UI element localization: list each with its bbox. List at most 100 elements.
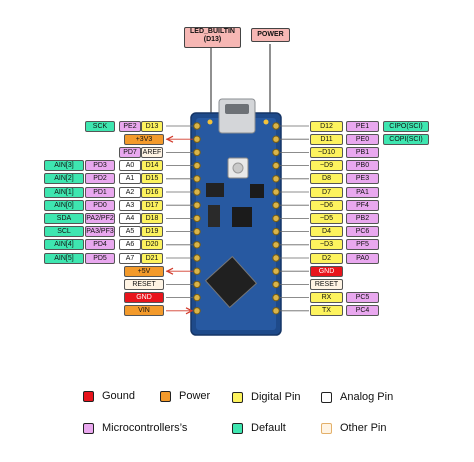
left-pin-label: PD1: [85, 186, 115, 198]
right-pin-label: PC4: [346, 305, 379, 317]
left-pin-label: A5: [119, 226, 141, 238]
right-pin-pad: [272, 293, 280, 302]
right-pin-pad: [272, 201, 280, 209]
left-pin-label: A1: [119, 173, 141, 185]
right-pin-label: PA1: [346, 186, 379, 198]
right-pin-label: PE0: [346, 133, 379, 145]
right-pin-label: D4: [310, 226, 343, 238]
right-pin-label: PE3: [346, 173, 379, 185]
left-pin-label: SDA: [44, 212, 84, 224]
power-led-dot: [263, 119, 269, 125]
left-pin-pad: [193, 267, 201, 275]
right-pin-pad: [272, 122, 280, 130]
legend-label: Microcontrollers’s: [102, 422, 188, 434]
led-builtin-label: LED_BUILTIN (D13): [184, 27, 241, 48]
left-pin-pad: [193, 175, 201, 183]
left-pin-label: A2: [119, 186, 141, 198]
legend-swatch: [321, 391, 332, 403]
legend-label: Digital Pin: [251, 391, 301, 403]
right-pin-label: PC5: [346, 292, 379, 304]
led-dot: [207, 119, 213, 125]
left-pin-pad: [193, 201, 201, 209]
left-pin-label: AIN[2]: [44, 173, 84, 185]
right-pin-pad: [272, 254, 280, 262]
left-pin-label: PD4: [85, 239, 115, 251]
legend-label: Power: [179, 390, 211, 402]
left-pin-label: D20: [141, 239, 163, 251]
right-pin-label: PF5: [346, 239, 379, 251]
left-pin-label: +3V3: [124, 133, 164, 145]
left-pin-label: AIN[4]: [44, 239, 84, 251]
power-label: POWER: [251, 28, 290, 42]
right-pin-pad: [272, 161, 280, 170]
power-arrow: [165, 135, 174, 143]
legend-label: Analog Pin: [340, 391, 394, 403]
left-pin-label: SCL: [44, 226, 84, 238]
left-pin-label: D16: [141, 186, 163, 198]
legend-item: Gound: [83, 389, 135, 403]
legend-item: Microcontrollers’s: [83, 421, 187, 435]
legend-swatch: [232, 391, 243, 403]
right-pin-pad: [272, 227, 280, 236]
left-pin-pad: [193, 241, 201, 249]
left-pin-label: D13: [141, 120, 163, 132]
power-arrow: [165, 267, 174, 275]
right-pin-pad: [272, 148, 280, 157]
right-pin-label: PE1: [346, 120, 379, 132]
left-pin-pad: [193, 293, 201, 302]
left-pin-pad: [193, 188, 201, 196]
left-pin-label: PD7: [119, 146, 141, 158]
right-pin-label: RESET: [310, 278, 343, 290]
right-pin-pad: [272, 241, 280, 249]
right-pin-label: PA0: [346, 252, 379, 264]
left-pin-label: GND: [124, 292, 164, 304]
imu-chip: [232, 207, 252, 227]
left-pin-label: D14: [141, 160, 163, 172]
right-pin-label: TX: [310, 305, 343, 317]
left-pin-label: PD2: [85, 173, 115, 185]
left-pin-label: PA2/PF2: [85, 212, 115, 224]
left-pin-label: AIN[0]: [44, 199, 84, 211]
left-pin-label: PD0: [85, 199, 115, 211]
right-pin-label: D7: [310, 186, 343, 198]
right-pin-label: ~D3: [310, 239, 343, 251]
right-pin-pad: [272, 175, 280, 183]
right-pin-pad: [272, 267, 280, 275]
legend-swatch: [321, 422, 332, 434]
right-pin-label: D2: [310, 252, 343, 264]
left-pin-label: D15: [141, 173, 163, 185]
right-pin-label: PB2: [346, 212, 379, 224]
legend-swatch: [83, 422, 94, 434]
left-pin-label: RESET: [124, 278, 164, 290]
crypto-chip: [250, 184, 264, 198]
left-pin-label: PA3/PF3: [85, 226, 115, 238]
right-pin-label: GND: [310, 265, 343, 277]
left-pin-pad: [193, 254, 201, 262]
left-pin-label: AIN[3]: [44, 160, 84, 172]
left-pin-label: SCK: [85, 120, 115, 132]
left-pin-label: A4: [119, 212, 141, 224]
right-pin-label: PF4: [346, 199, 379, 211]
left-pin-label: D19: [141, 226, 163, 238]
left-pin-label: PD5: [85, 252, 115, 264]
right-pin-label: ~D5: [310, 212, 343, 224]
left-pin-label: D18: [141, 212, 163, 224]
regulator-chip: [206, 183, 224, 197]
right-pin-label: ~D9: [310, 160, 343, 172]
left-pin-pad: [193, 161, 201, 170]
left-pin-pad: [193, 307, 201, 315]
right-pin-pad: [272, 280, 280, 289]
left-pin-pad: [193, 148, 201, 157]
left-pin-label: VIN: [124, 305, 164, 317]
right-pin-label: CIPO(SCI): [383, 120, 429, 132]
right-pin-label: D8: [310, 173, 343, 185]
legend-item: Default: [232, 421, 286, 435]
left-pin-label: A6: [119, 239, 141, 251]
right-pin-label: PC6: [346, 226, 379, 238]
right-pin-label: D12: [310, 120, 343, 132]
right-pin-label: D11: [310, 133, 343, 145]
right-pin-label: RX: [310, 292, 343, 304]
legend-item: Other Pin: [321, 421, 386, 435]
